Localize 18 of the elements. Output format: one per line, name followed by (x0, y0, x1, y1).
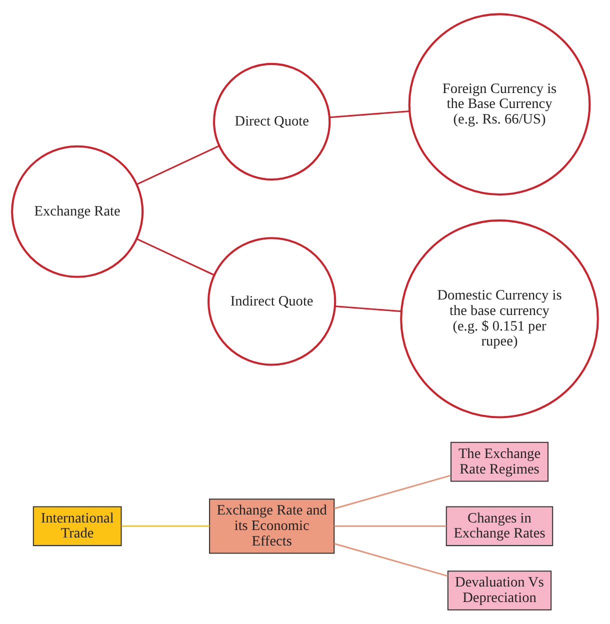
node-circle: Foreign Currency is the Base Currency (e.g. Rs. 66/US) (408, 13, 591, 196)
node-box: International Trade (32, 506, 122, 546)
connector (334, 305, 402, 312)
node-circle: Domestic Currency is the base currency (e.g. $ 0.151 per rupee) (400, 219, 599, 418)
connector (122, 525, 210, 527)
node-box: Changes in Exchange Rates (446, 506, 554, 546)
connector (334, 542, 448, 577)
node-circle: Direct Quote (213, 62, 331, 181)
connector (329, 110, 410, 118)
node-box: The Exchange Rate Regimes (450, 442, 549, 482)
connector (136, 238, 215, 276)
connector (136, 145, 220, 186)
node-circle: Exchange Rate (11, 145, 144, 278)
connector (334, 474, 451, 510)
node-circle: Indirect Quote (208, 237, 336, 366)
node-box: Exchange Rate and its Economic Effects (209, 498, 335, 554)
connector (334, 525, 446, 527)
node-box: Devaluation Vs Depreciation (447, 570, 552, 610)
